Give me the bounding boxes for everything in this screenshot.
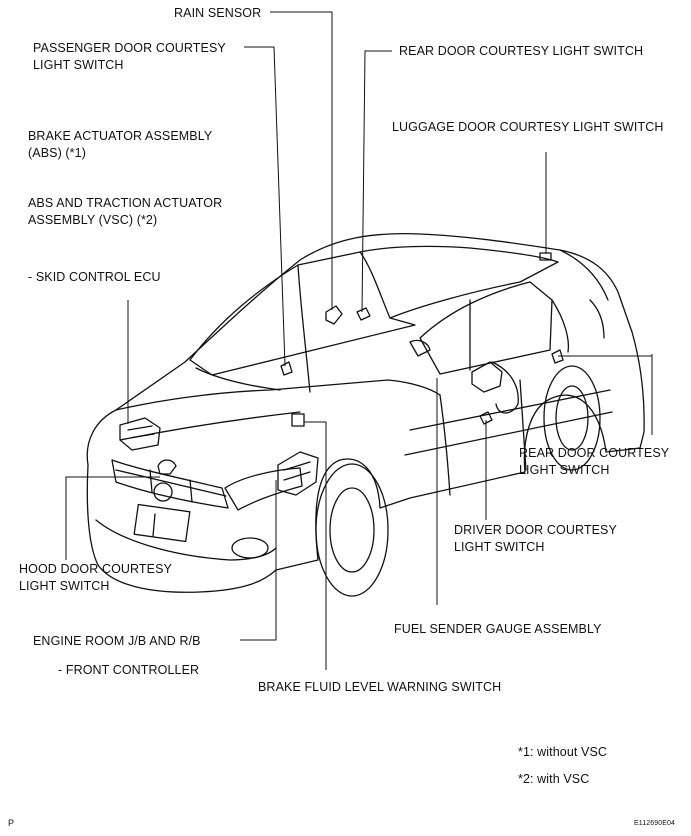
label-rear-door-right-line1: REAR DOOR COURTESY (519, 446, 670, 460)
label-rear-door-top: REAR DOOR COURTESY LIGHT SWITCH (399, 44, 644, 58)
label-brake-actuator-line1: BRAKE ACTUATOR ASSEMBLY (28, 129, 213, 143)
leader-passenger-door (244, 46, 286, 367)
figure-id: E112690E04 (634, 820, 675, 827)
leader-hood-door (65, 476, 160, 560)
leader-engine-room (240, 480, 277, 641)
label-skid-control: - SKID CONTROL ECU (28, 270, 161, 284)
label-abs-traction-line2: ASSEMBLY (VSC) (*2) (28, 213, 158, 227)
label-brake-actuator-line2: (ABS) (*1) (28, 146, 86, 160)
label-driver-door-line1: DRIVER DOOR COURTESY (454, 523, 617, 537)
label-abs-traction-line1: ABS AND TRACTION ACTUATOR (28, 196, 223, 210)
hood-switch-part (157, 459, 177, 475)
leader-rear-door-right (558, 354, 653, 435)
rain-sensor-part (325, 305, 343, 325)
front-wheel (315, 463, 389, 597)
grille (111, 459, 229, 509)
label-fuel-sender: FUEL SENDER GAUGE ASSEMBLY (394, 622, 602, 636)
leader-rain-sensor (270, 11, 333, 310)
label-luggage-door: LUGGAGE DOOR COURTESY LIGHT SWITCH (392, 120, 664, 134)
label-engine-room: ENGINE ROOM J/B AND R/B (33, 634, 201, 648)
fog-light (231, 537, 269, 559)
rear-door-part-right (551, 349, 564, 364)
footnote-2: *2: with VSC (518, 772, 590, 786)
label-rear-door-right-line2: LIGHT SWITCH (519, 463, 610, 477)
label-rain-sensor: RAIN SENSOR (174, 6, 262, 20)
headlight (224, 467, 303, 511)
leader-brake-fluid (304, 421, 327, 670)
corner-mark-p: P (8, 818, 15, 828)
emblem (153, 482, 173, 502)
rear-door-part-top (356, 307, 371, 321)
footnote-1: *1: without VSC (518, 745, 608, 759)
junction-block (277, 451, 319, 496)
label-driver-door-line2: LIGHT SWITCH (454, 540, 545, 554)
hood (115, 379, 441, 411)
side-mirror (409, 339, 431, 357)
license-plate (133, 503, 191, 543)
driver-switch-part (479, 411, 493, 425)
label-hood-door-line1: HOOD DOOR COURTESY (19, 562, 172, 576)
label-brake-fluid: BRAKE FLUID LEVEL WARNING SWITCH (258, 680, 502, 694)
label-passenger-door-line1: PASSENGER DOOR COURTESY (33, 41, 226, 55)
label-hood-door-line2: LIGHT SWITCH (19, 579, 110, 593)
label-passenger-door-line2: LIGHT SWITCH (33, 58, 124, 72)
leader-lines (65, 11, 653, 670)
fuel-gauge-part (471, 361, 503, 393)
brake-fluid-switch (291, 413, 305, 427)
rear-wheel (543, 365, 601, 471)
abs-actuator (119, 417, 161, 451)
side-windows (419, 281, 553, 375)
passenger-switch-part (280, 361, 293, 376)
door-lines (439, 394, 451, 496)
label-front-controller: - FRONT CONTROLLER (58, 663, 200, 677)
leader-rear-door-top (361, 50, 392, 313)
